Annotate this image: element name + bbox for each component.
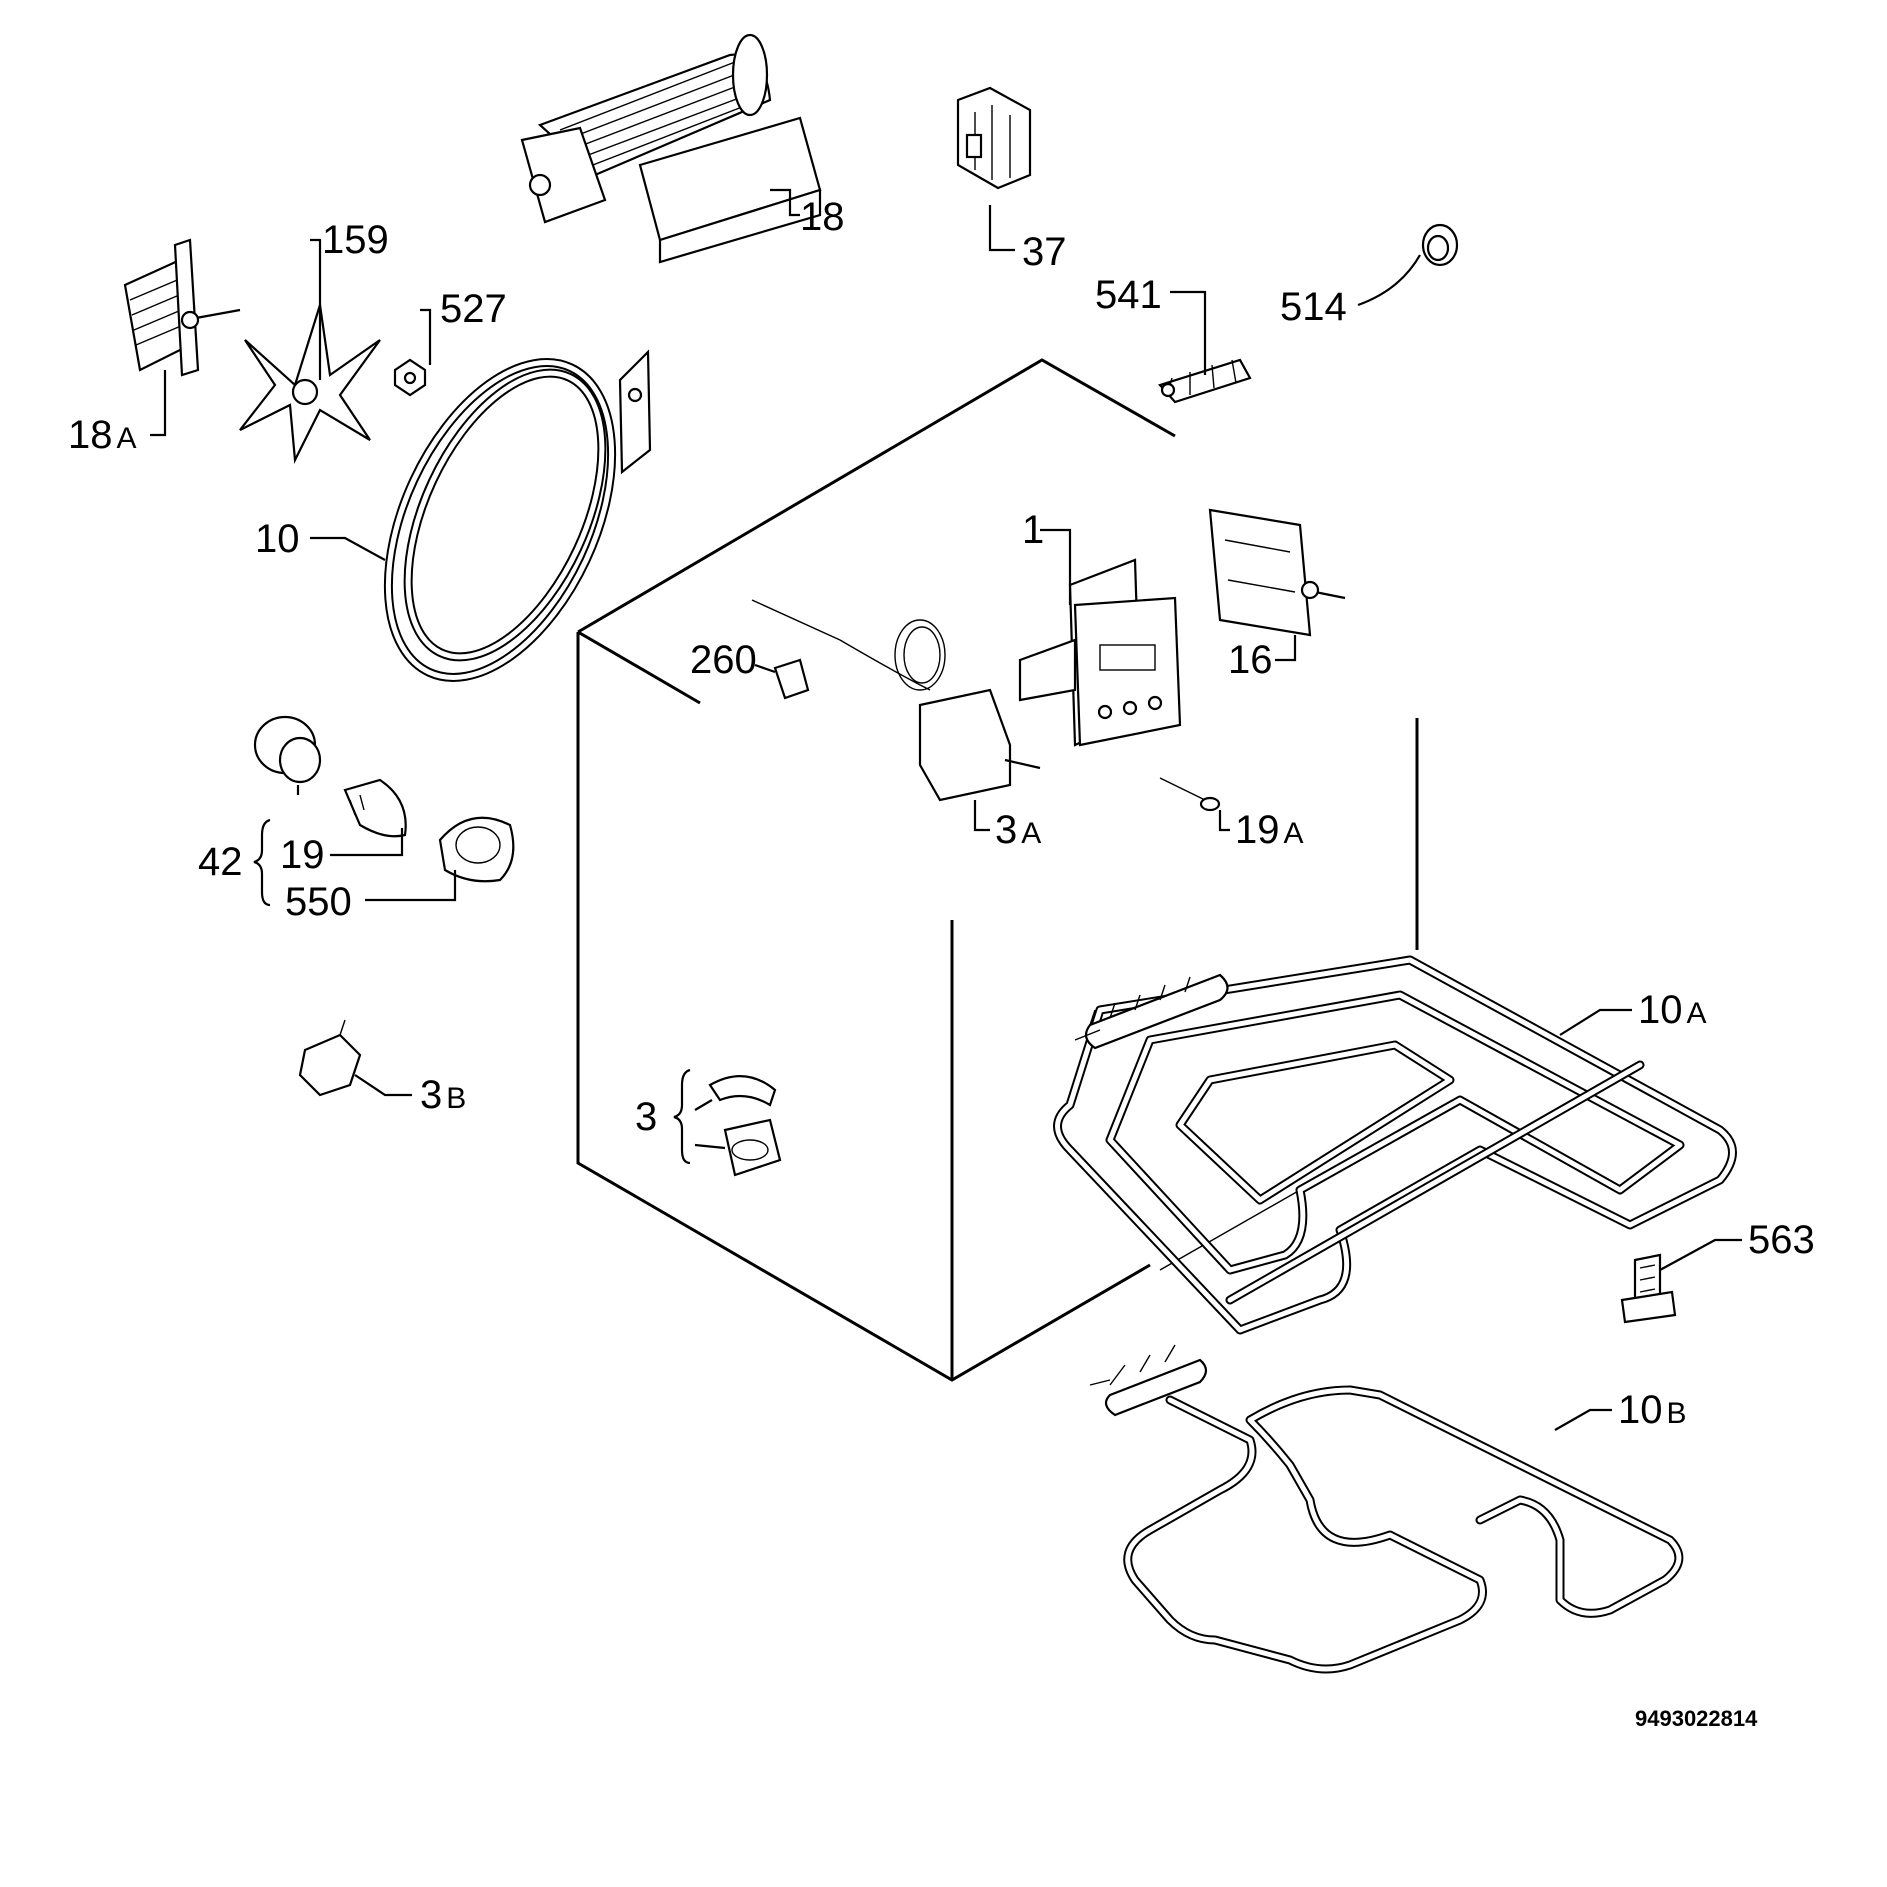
label-527: 527 (440, 287, 507, 331)
leader-lines (150, 188, 1742, 1431)
lamp-holder-part-514 (1421, 223, 1459, 267)
brace-3 (673, 1068, 691, 1165)
grill-element-part-10a (1053, 955, 1737, 1335)
label-19: 19 (280, 833, 325, 877)
label-550: 550 (285, 880, 352, 924)
terminal-block-part-37 (956, 86, 1032, 190)
circular-element-part-10 (383, 349, 652, 682)
label-541: 541 (1095, 273, 1162, 317)
sensor-part-19a (1159, 777, 1221, 812)
connector-part-3b (298, 1019, 362, 1097)
label-159: 159 (322, 218, 389, 262)
tangential-fan-part-18 (520, 33, 822, 264)
label-3: 3 (635, 1095, 657, 1139)
nut-part-527 (393, 358, 427, 397)
thermal-cutout-part-3 (708, 1075, 782, 1177)
label-260: 260 (690, 638, 757, 682)
electronic-timer-part-1 (1018, 558, 1182, 747)
label-563: 563 (1748, 1218, 1815, 1262)
fan-blade-part-159 (239, 304, 381, 464)
clip-part-260 (773, 658, 810, 700)
label-514: 514 (1280, 285, 1347, 329)
label-37: 37 (1022, 230, 1067, 274)
label-42: 42 (198, 840, 243, 884)
brace-42 (253, 818, 271, 907)
drawing-code: 9493022814 (1635, 1706, 1758, 1731)
selector-switch-part-16 (1208, 508, 1346, 637)
label-10: 10 (255, 517, 300, 561)
fan-motor-part-18a (123, 238, 241, 377)
label-18: 18 (800, 195, 845, 239)
oven-cavity-outline (576, 358, 1419, 1382)
switch-part-541 (1158, 358, 1252, 404)
thermostat-part-3a (751, 599, 1041, 802)
foot-part-563 (1620, 1253, 1677, 1324)
label-1: 1 (1022, 508, 1044, 552)
label-16: 16 (1228, 638, 1273, 682)
lamp-assembly-part-42 (253, 715, 515, 883)
lower-element-part-10b (1089, 1344, 1684, 1674)
